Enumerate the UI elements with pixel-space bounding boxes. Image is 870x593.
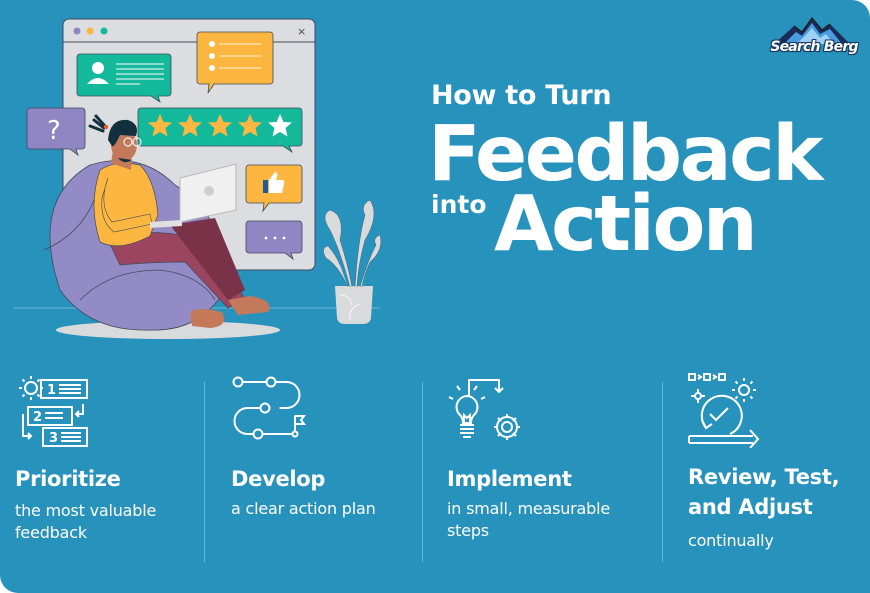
svg-text:?: ? bbox=[47, 116, 61, 146]
column-divider bbox=[204, 382, 205, 562]
potted-plant-graphic bbox=[323, 199, 382, 324]
profile-comment-bubble bbox=[76, 53, 172, 103]
column-divider bbox=[422, 382, 423, 562]
priority-list-gear-icon: 1 2 3 bbox=[19, 376, 88, 447]
headline-action: Action bbox=[494, 180, 758, 269]
step-title-line2: and Adjust bbox=[688, 495, 813, 519]
question-bubble: ? bbox=[26, 107, 86, 157]
svg-text:2: 2 bbox=[33, 410, 42, 425]
step-title: Review, Test, and Adjust bbox=[688, 462, 840, 522]
checklist-comment-bubble bbox=[196, 31, 274, 94]
step-title: Prioritize bbox=[15, 467, 121, 491]
step-develop: Develop a clear action plan bbox=[231, 372, 411, 572]
step-title-line1: Review, Test, bbox=[688, 465, 840, 489]
lightbulb-gear-icon bbox=[448, 379, 520, 440]
feedback-illustration: × ? bbox=[14, 18, 382, 339]
ellipsis-bubble bbox=[245, 220, 303, 261]
step-title: Develop bbox=[231, 467, 326, 491]
step-review-test-adjust: Review, Test, and Adjust continually bbox=[688, 372, 868, 572]
headline-into: into bbox=[431, 190, 487, 219]
step-prioritize: 1 2 3 Prioritize the most valuable feedb… bbox=[15, 372, 195, 572]
svg-text:×: × bbox=[297, 25, 306, 38]
person-graphic bbox=[88, 114, 270, 328]
search-berg-logo[interactable]: Search Berg bbox=[764, 16, 860, 62]
mountain-logo-icon bbox=[774, 17, 850, 44]
svg-text:3: 3 bbox=[49, 431, 58, 446]
step-implement: Implement in small, measurable steps bbox=[447, 372, 647, 572]
star-rating-bubble bbox=[137, 107, 303, 154]
headline-line1: How to Turn bbox=[431, 80, 612, 111]
headline-feedback: Feedback bbox=[428, 110, 823, 199]
step-title: Implement bbox=[447, 467, 572, 491]
logo-text: Search Berg bbox=[770, 39, 858, 55]
column-divider bbox=[662, 382, 663, 562]
step-description: the most valuable feedback bbox=[15, 501, 157, 542]
svg-text:1: 1 bbox=[47, 383, 56, 398]
roadmap-path-flag-icon bbox=[232, 376, 306, 440]
step-description: continually bbox=[688, 531, 774, 550]
step-description: a clear action plan bbox=[231, 499, 376, 518]
cycle-check-gears-icon bbox=[688, 373, 760, 448]
step-description: in small, measurable steps bbox=[447, 499, 611, 540]
thumbs-up-bubble bbox=[245, 164, 303, 213]
